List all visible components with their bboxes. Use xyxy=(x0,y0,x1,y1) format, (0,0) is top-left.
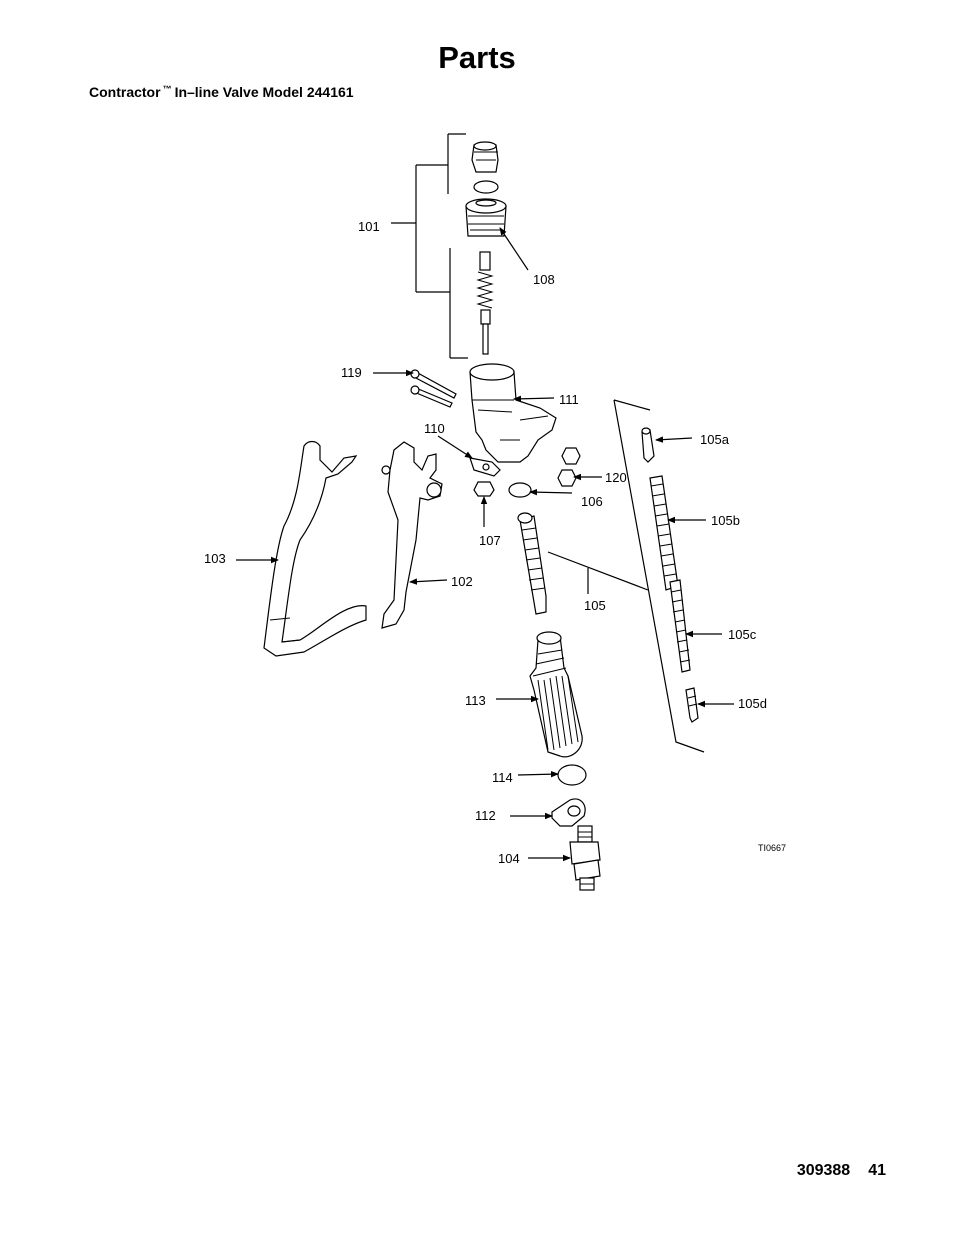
callout-106: 106 xyxy=(581,494,603,509)
callout-107: 107 xyxy=(479,533,501,548)
part-ring-114 xyxy=(557,764,587,786)
part-small-ring xyxy=(473,180,499,194)
callout-108: 108 xyxy=(533,272,555,287)
figure-reference: TI0667 xyxy=(758,843,786,853)
page-number: 41 xyxy=(868,1162,886,1179)
part-filter-105 xyxy=(517,512,547,615)
page-title: Parts xyxy=(438,40,516,75)
part-trigger-guard-103 xyxy=(263,440,367,657)
callout-102: 102 xyxy=(451,574,473,589)
callout-112: 112 xyxy=(475,808,496,823)
part-ring-106 xyxy=(508,482,532,498)
part-seat-housing-108 xyxy=(465,198,507,237)
part-needle-assembly xyxy=(476,251,494,355)
callout-104: 104 xyxy=(498,851,520,866)
part-handle-113 xyxy=(529,631,583,758)
callout-105a: 105a xyxy=(700,432,730,447)
part-nuts-120 xyxy=(557,447,581,487)
part-nut-107 xyxy=(473,481,495,497)
part-105b-spring xyxy=(649,475,679,591)
callout-105c: 105c xyxy=(728,627,757,642)
callout-105: 105 xyxy=(584,598,606,613)
callout-120: 120 xyxy=(605,470,627,485)
part-plug-cap xyxy=(471,141,499,173)
part-105d xyxy=(685,687,699,723)
callout-110: 110 xyxy=(424,421,445,436)
callout-114: 114 xyxy=(492,770,513,785)
subtitle-model: In–line Valve Model 244161 xyxy=(174,84,354,100)
callout-101: 101 xyxy=(358,219,380,234)
subtitle-product: Contractor xyxy=(89,84,161,100)
page-footer: 309388 41 xyxy=(797,1162,886,1180)
document-number: 309388 xyxy=(796,1162,851,1179)
part-lug-112 xyxy=(551,798,586,827)
callout-105d: 105d xyxy=(738,696,767,711)
callout-119: 119 xyxy=(341,365,362,380)
callout-labels: 101 108 119 111 110 120 106 107 103 102 … xyxy=(204,219,786,866)
part-105a xyxy=(641,427,655,463)
callout-103: 103 xyxy=(204,551,226,566)
part-trigger-102 xyxy=(381,441,443,629)
part-screws-119 xyxy=(410,369,457,408)
part-valve-body-111 xyxy=(469,363,557,463)
part-105c-spring xyxy=(669,579,691,673)
callout-111: 111 xyxy=(559,392,579,407)
callout-113: 113 xyxy=(465,693,486,708)
part-tab-110 xyxy=(469,457,501,477)
bracket-101 xyxy=(391,133,468,359)
part-fitting-104 xyxy=(569,825,601,891)
trademark-symbol: ™ xyxy=(162,84,172,94)
callout-105b: 105b xyxy=(711,513,740,528)
frame-105-subparts xyxy=(613,399,705,753)
leader-105-line xyxy=(547,551,649,591)
leader-lines xyxy=(236,227,734,862)
